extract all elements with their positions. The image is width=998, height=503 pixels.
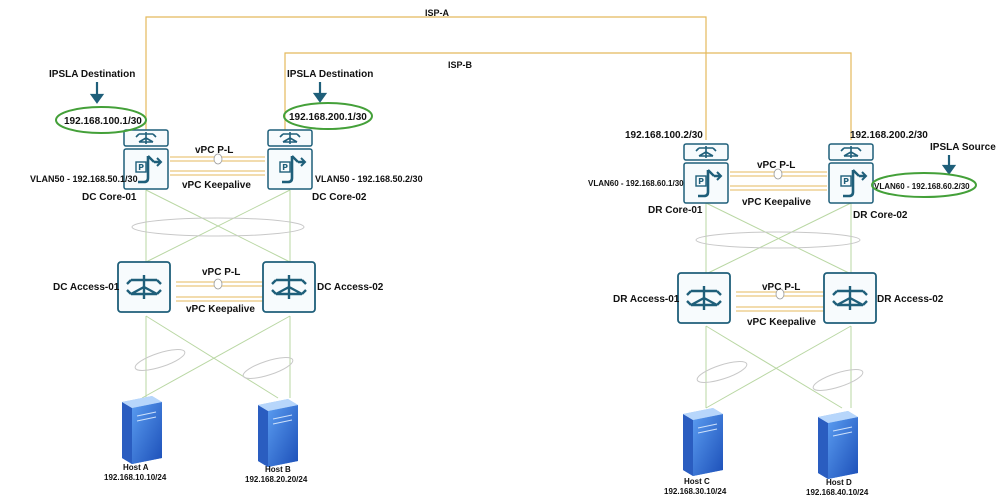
host-c-server-icon[interactable] xyxy=(683,408,723,476)
dr-hostC-portchannel xyxy=(696,361,748,383)
dc-core-01[interactable] xyxy=(123,129,169,190)
dr-access-02-name: DR Access-02 xyxy=(877,294,944,305)
isp-a-link xyxy=(145,16,707,140)
dc-core-02[interactable] xyxy=(267,129,313,190)
isp-b-label: ISP-B xyxy=(448,60,473,70)
host-a-name: Host A xyxy=(123,463,149,472)
host-a-server-icon[interactable] xyxy=(122,396,162,464)
dr-core-02-name: DR Core-02 xyxy=(853,210,908,221)
dr-access-01[interactable] xyxy=(677,272,731,324)
dr-core-vpc-bundle xyxy=(695,231,861,249)
dr-core-01-name: DR Core-01 xyxy=(648,205,703,216)
dc-ipsla-dest-2-highlight xyxy=(283,102,373,130)
dc-hostA-portchannel xyxy=(134,349,186,371)
dc-ipsla-dest-1-title: IPSLA Destination xyxy=(49,69,135,80)
dc-access-01-name: DC Access-01 xyxy=(53,282,120,293)
dr-core-01[interactable] xyxy=(683,143,729,204)
host-d-server-icon[interactable] xyxy=(818,411,858,479)
isp-a-label: ISP-A xyxy=(425,8,450,18)
dc-ipsla-dest-2-title: IPSLA Destination xyxy=(287,69,373,80)
dc-core-ka-label: vPC Keepalive xyxy=(182,180,251,191)
dc-ipsla-dest-2-ip: 192.168.200.1/30 xyxy=(289,112,367,123)
dc-access-ka-label: vPC Keepalive xyxy=(186,304,255,315)
dr-access-ka-label: vPC Keepalive xyxy=(747,317,816,328)
dc-access-pl-label: vPC P-L xyxy=(202,267,240,278)
dc-access-02-name: DC Access-02 xyxy=(317,282,384,293)
dc-core-01-vlan: VLAN50 - 192.168.50.1/30 xyxy=(30,174,138,184)
dr-core-02[interactable] xyxy=(828,143,874,204)
dr-ipsla-source-arrow-icon xyxy=(941,155,957,175)
dr-access-01-name: DR Access-01 xyxy=(613,294,680,305)
dc-access-01[interactable] xyxy=(117,261,171,313)
dc-ipsla-dest-1-ip: 192.168.100.1/30 xyxy=(64,116,142,127)
host-b-name: Host B xyxy=(265,465,291,474)
dc-core-02-name: DC Core-02 xyxy=(312,192,367,203)
host-d-name: Host D xyxy=(826,478,852,487)
dc-core-vpc-bundle xyxy=(131,217,305,237)
dc-ipsla-dest-2-arrow-icon xyxy=(312,82,328,103)
dc-core-pl-bundle xyxy=(213,153,223,165)
dc-core-02-vlan: VLAN50 - 192.168.50.2/30 xyxy=(315,174,423,184)
dc-access-pl-bundle xyxy=(213,278,223,290)
dc-core-pl-label: vPC P-L xyxy=(195,145,233,156)
dc-core-01-name: DC Core-01 xyxy=(82,192,137,203)
dr-core-pl-label: vPC P-L xyxy=(757,160,795,171)
dc-access-02[interactable] xyxy=(262,261,316,313)
host-d-ip: 192.168.40.10/24 xyxy=(806,488,869,497)
dr-core-ka-label: vPC Keepalive xyxy=(742,197,811,208)
dr-ipsla-source-highlight xyxy=(871,172,977,198)
dr-core-02-vlan: VLAN60 - 192.168.60.2/30 xyxy=(874,182,970,191)
dr-ipsla-source-title: IPSLA Source xyxy=(930,142,996,153)
dr-access-pl-label: vPC P-L xyxy=(762,282,800,293)
dr-core-02-ip: 192.168.200.2/30 xyxy=(850,130,928,141)
host-b-server-icon[interactable] xyxy=(258,399,298,467)
host-c-ip: 192.168.30.10/24 xyxy=(664,487,727,496)
dr-core-01-ip: 192.168.100.2/30 xyxy=(625,130,703,141)
isp-b-link xyxy=(284,52,852,140)
dr-access-pl-bundle xyxy=(775,288,785,300)
dc-hostB-portchannel xyxy=(242,357,294,379)
host-c-name: Host C xyxy=(684,477,710,486)
dr-core-01-vlan: VLAN60 - 192.168.60.1/30 xyxy=(588,179,684,188)
dr-hostD-portchannel xyxy=(812,369,864,391)
dr-core-pl-bundle xyxy=(773,168,783,180)
dc-ipsla-dest-1-highlight xyxy=(55,106,147,134)
dr-access-02[interactable] xyxy=(823,272,877,324)
host-a-ip: 192.168.10.10/24 xyxy=(104,473,167,482)
dr-mesh-lines xyxy=(705,202,852,409)
host-b-ip: 192.168.20.20/24 xyxy=(245,475,308,484)
dc-mesh-lines xyxy=(141,189,291,399)
dc-ipsla-dest-1-arrow-icon xyxy=(89,82,105,104)
